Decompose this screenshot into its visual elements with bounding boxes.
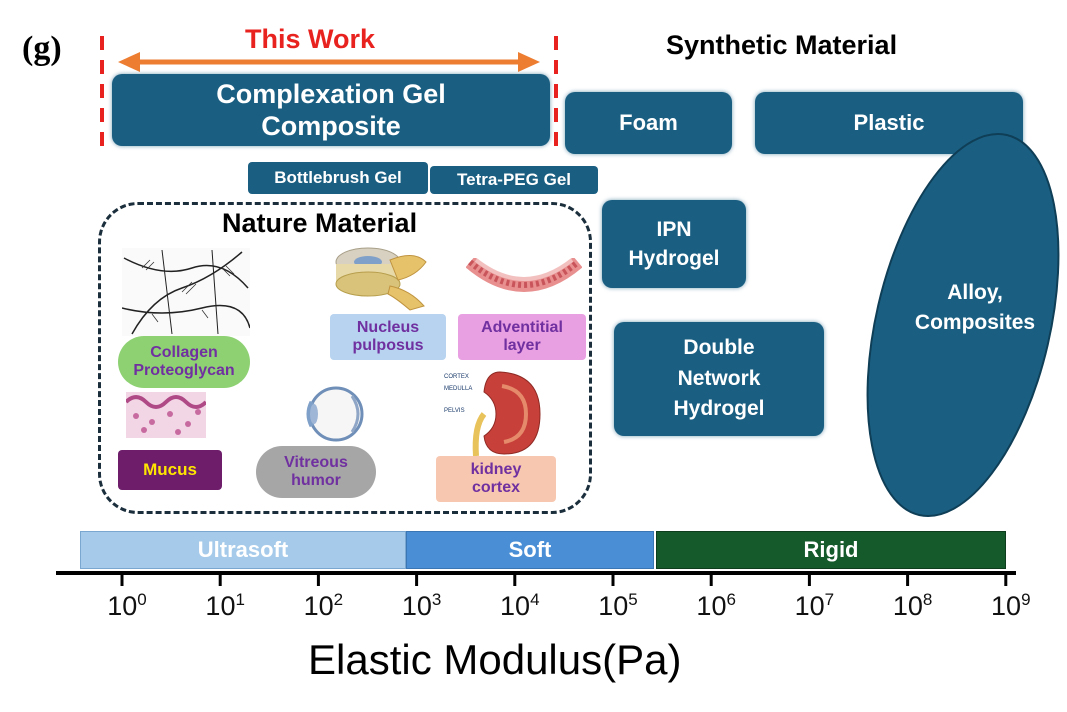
mucus-label: Mucus: [118, 450, 222, 490]
foam-label: Foam: [619, 110, 678, 135]
tetra-peg-gel-box: Tetra-PEG Gel: [430, 166, 598, 194]
axis-tick-label: 109: [991, 590, 1031, 621]
alloy-composites-ellipse: [866, 132, 1060, 518]
kidney-cortex-label: kidney cortex: [436, 456, 556, 502]
ipn-hydrogel-box: IPN Hydrogel: [602, 200, 746, 288]
soft-label: Soft: [508, 537, 552, 562]
soft-band: Soft: [406, 531, 654, 569]
rigid-label: Rigid: [803, 537, 859, 562]
artery-wall-image: [466, 258, 582, 292]
kidney-medulla-annotation: MEDULLA: [444, 386, 472, 392]
nature-material-frame: [98, 202, 592, 514]
plastic-label: Plastic: [853, 110, 925, 135]
vitreous-humor-label: Vitreous humor: [256, 446, 376, 498]
axis-tick-label: 104: [500, 590, 540, 621]
complexation-gel-composite-label: Complexation Gel Composite: [216, 78, 446, 141]
kidney-cortex-annotation: CORTEX: [444, 374, 469, 380]
axis-tick-label: 107: [794, 590, 835, 621]
ultrasoft-band: Ultrasoft: [80, 531, 406, 569]
mucus-tissue-image: [126, 392, 206, 438]
tetra-peg-gel-label: Tetra-PEG Gel: [457, 170, 571, 189]
collagen-fiber-image: [122, 248, 250, 336]
axis-tick-label: 108: [892, 590, 933, 621]
ipn-hydrogel-label: IPN Hydrogel: [628, 217, 720, 270]
bottlebrush-gel-label: Bottlebrush Gel: [274, 168, 402, 187]
nucleus-pulposus-label: Nucleus pulposus: [330, 314, 446, 360]
axis-tick-label: 100: [107, 590, 147, 621]
kidney-pelvis-annotation: PELVIS: [444, 408, 465, 414]
bottlebrush-gel-box: Bottlebrush Gel: [248, 162, 428, 194]
modulus-axis: [56, 571, 1016, 586]
double-network-hydrogel-label: Double Network Hydrogel: [673, 336, 765, 421]
kidney-image: CORTEX MEDULLA PELVIS: [444, 371, 541, 457]
axis-tick-label: 106: [696, 590, 736, 621]
rigid-band: Rigid: [656, 531, 1006, 569]
panel-label: (g): [22, 30, 62, 67]
nature-material-title: Nature Material: [222, 208, 418, 238]
axis-tick-label: 105: [598, 590, 638, 621]
complexation-gel-composite-box: Complexation Gel Composite: [112, 74, 550, 146]
axis-tick-label: 101: [205, 590, 245, 621]
axis-tick-label: 102: [303, 590, 344, 621]
eye-image: [306, 386, 364, 442]
double-network-hydrogel-box: Double Network Hydrogel: [614, 322, 824, 436]
foam-box: Foam: [565, 92, 732, 154]
axis-title: Elastic Modulus(Pa): [308, 636, 682, 683]
ultrasoft-label: Ultrasoft: [197, 537, 289, 562]
intervertebral-disc-image: [335, 247, 427, 311]
axis-tick-label: 103: [401, 590, 442, 621]
collagen-proteoglycan-label: Collagen Proteoglycan: [118, 336, 250, 388]
alloy-composites-label: Alloy, Composites: [914, 280, 1036, 334]
adventitial-layer-label: Adventitial layer: [458, 314, 586, 360]
synthetic-material-title: Synthetic Material: [666, 30, 898, 60]
this-work-range-marker: [100, 36, 558, 150]
this-work-title: This Work: [245, 24, 376, 54]
